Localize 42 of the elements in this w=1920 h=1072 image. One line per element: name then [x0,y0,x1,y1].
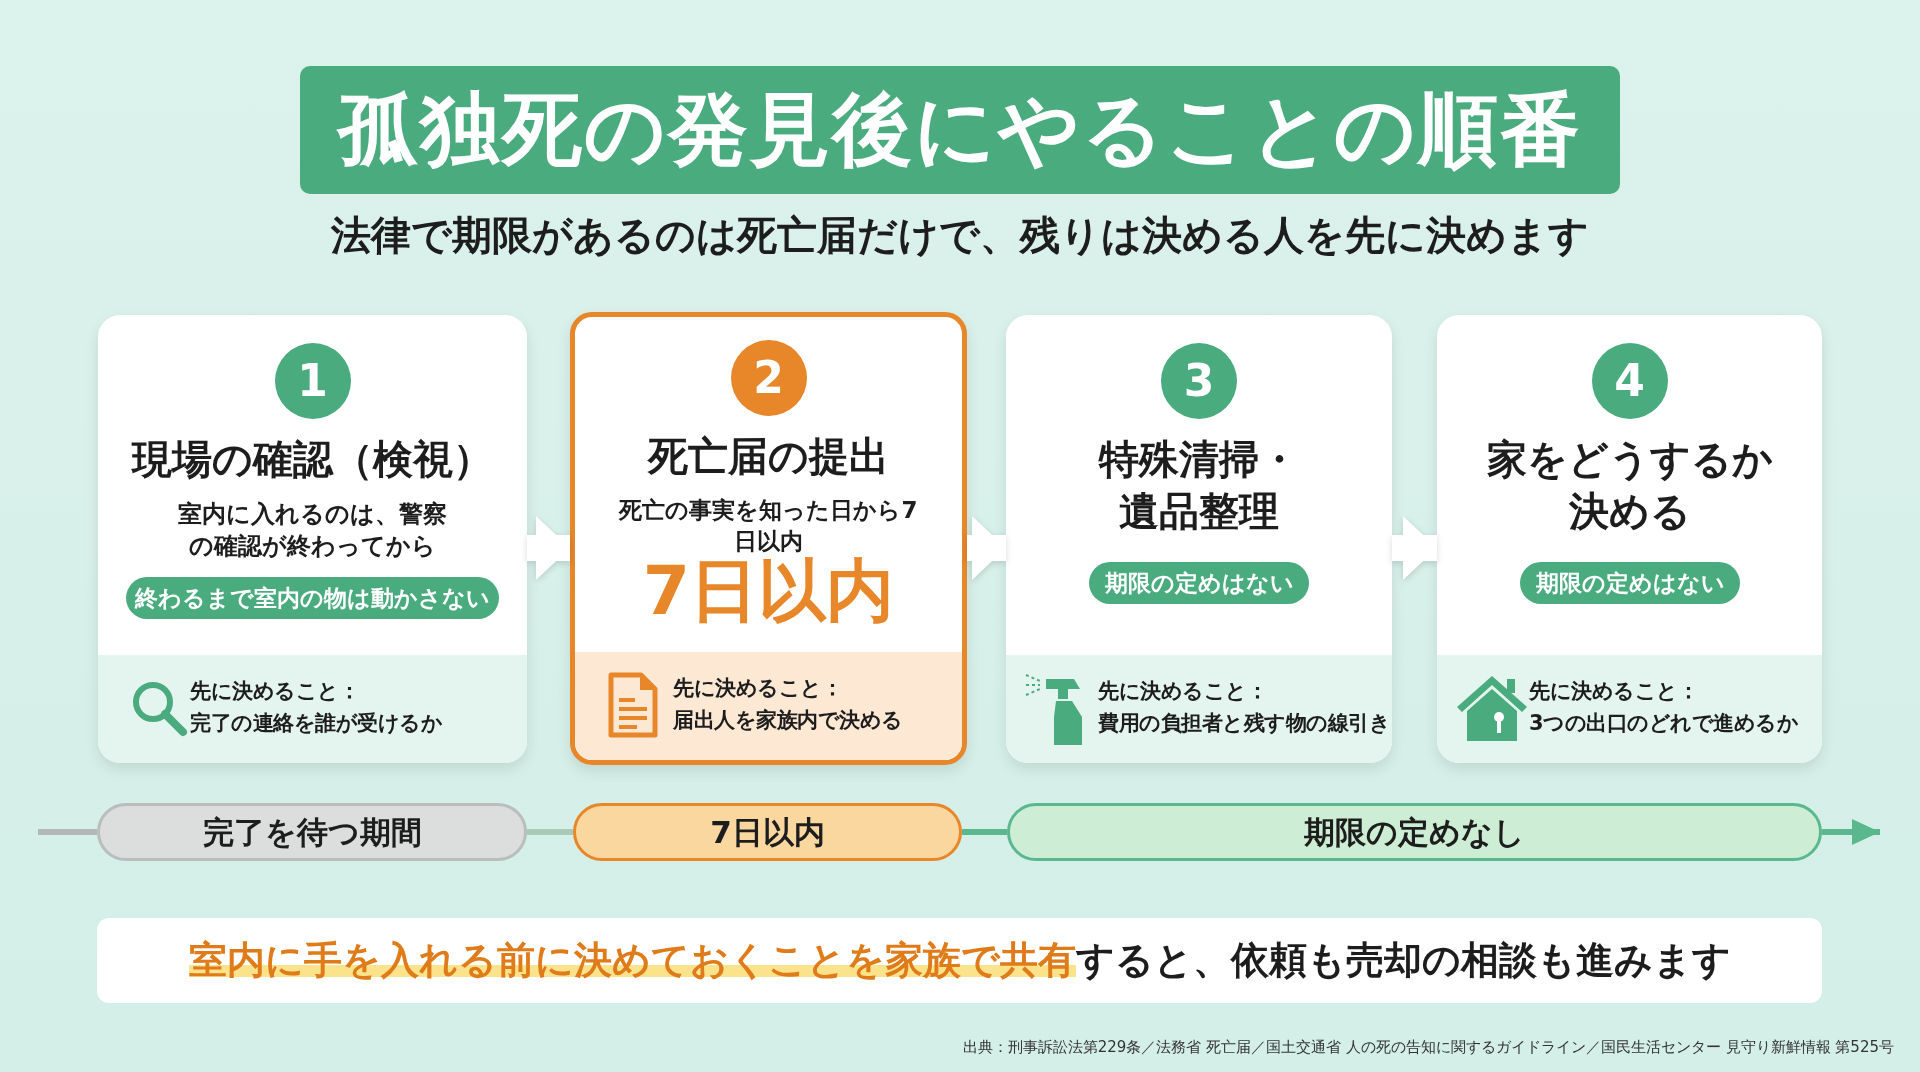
step-card [1437,315,1822,763]
prior-decision-heading: 先に決めること： [190,678,359,705]
step-number: 3 [1161,343,1237,419]
step-arrow [527,516,570,580]
summary-banner [97,918,1822,1003]
deadline-pill: 終わるまで室内の物は動かさない [126,577,499,619]
deadline-text: 7日以内 [641,554,896,629]
step-number: 1 [274,343,351,419]
step-card [98,315,527,763]
step-number: 4 [1591,343,1668,419]
step-arrow [1392,516,1437,580]
step-number: 2 [730,340,807,416]
step-description: 室内に入れるのは、警察の確認が終わってから [177,499,448,563]
deadline-pill: 期限の定めはない [1520,562,1740,604]
timeline-line [38,829,97,835]
step-card [570,312,967,765]
prior-decision-text: 完了の連絡を誰が受けるか [190,710,442,737]
subtitle: 法律で期限があるのは死亡届だけで、残りは決める人を先に決めます [330,211,1590,260]
source-note: 出典：刑事訴訟法第229条／法務省 死亡届／国土交通省 人の死の告知に関するガイドライン／国民生活センター 見守り新鮮情報 第525号 [962,1038,1894,1057]
timeline-line [527,829,573,835]
prior-decision-text: 届出人を家族内で決める [673,707,903,734]
highlighted-text: 室内に手を入れる前に決めておくことを家族で共有 [188,938,1076,982]
step-description: 死亡の事実を知った日から7日以内 [617,496,919,555]
title-banner: 孤独死の発見後にやることの順番 [300,66,1620,194]
deadline-pill: 期限の定めはない [1089,562,1309,604]
timeline-line [962,829,1007,835]
period-band: 期限の定めなし [1007,803,1822,861]
prior-decision-heading: 先に決めること： [673,675,842,702]
period-band: 7日以内 [573,803,962,861]
prior-decision-heading: 先に決めること： [1098,678,1267,705]
step-arrow [967,516,1006,580]
prior-decision-heading: 先に決めること： [1529,678,1698,705]
prior-decision-text: 3つの出口のどれで進めるか [1529,710,1799,737]
step-title: 現場の確認（検視） [130,435,494,484]
prior-decision-text: 費用の負担者と残す物の線引き [1098,710,1390,737]
step-card [1006,315,1392,763]
summary-text: すると、依頼も売却の相談も進みます [1075,938,1731,982]
step-title: 家をどうするか決める [1485,435,1774,536]
step-title: 特殊清掃・遺品整理 [1097,435,1300,536]
timeline-arrow [1822,819,1880,845]
period-band: 完了を待つ期間 [97,803,527,861]
step-title: 死亡届の提出 [646,432,890,481]
